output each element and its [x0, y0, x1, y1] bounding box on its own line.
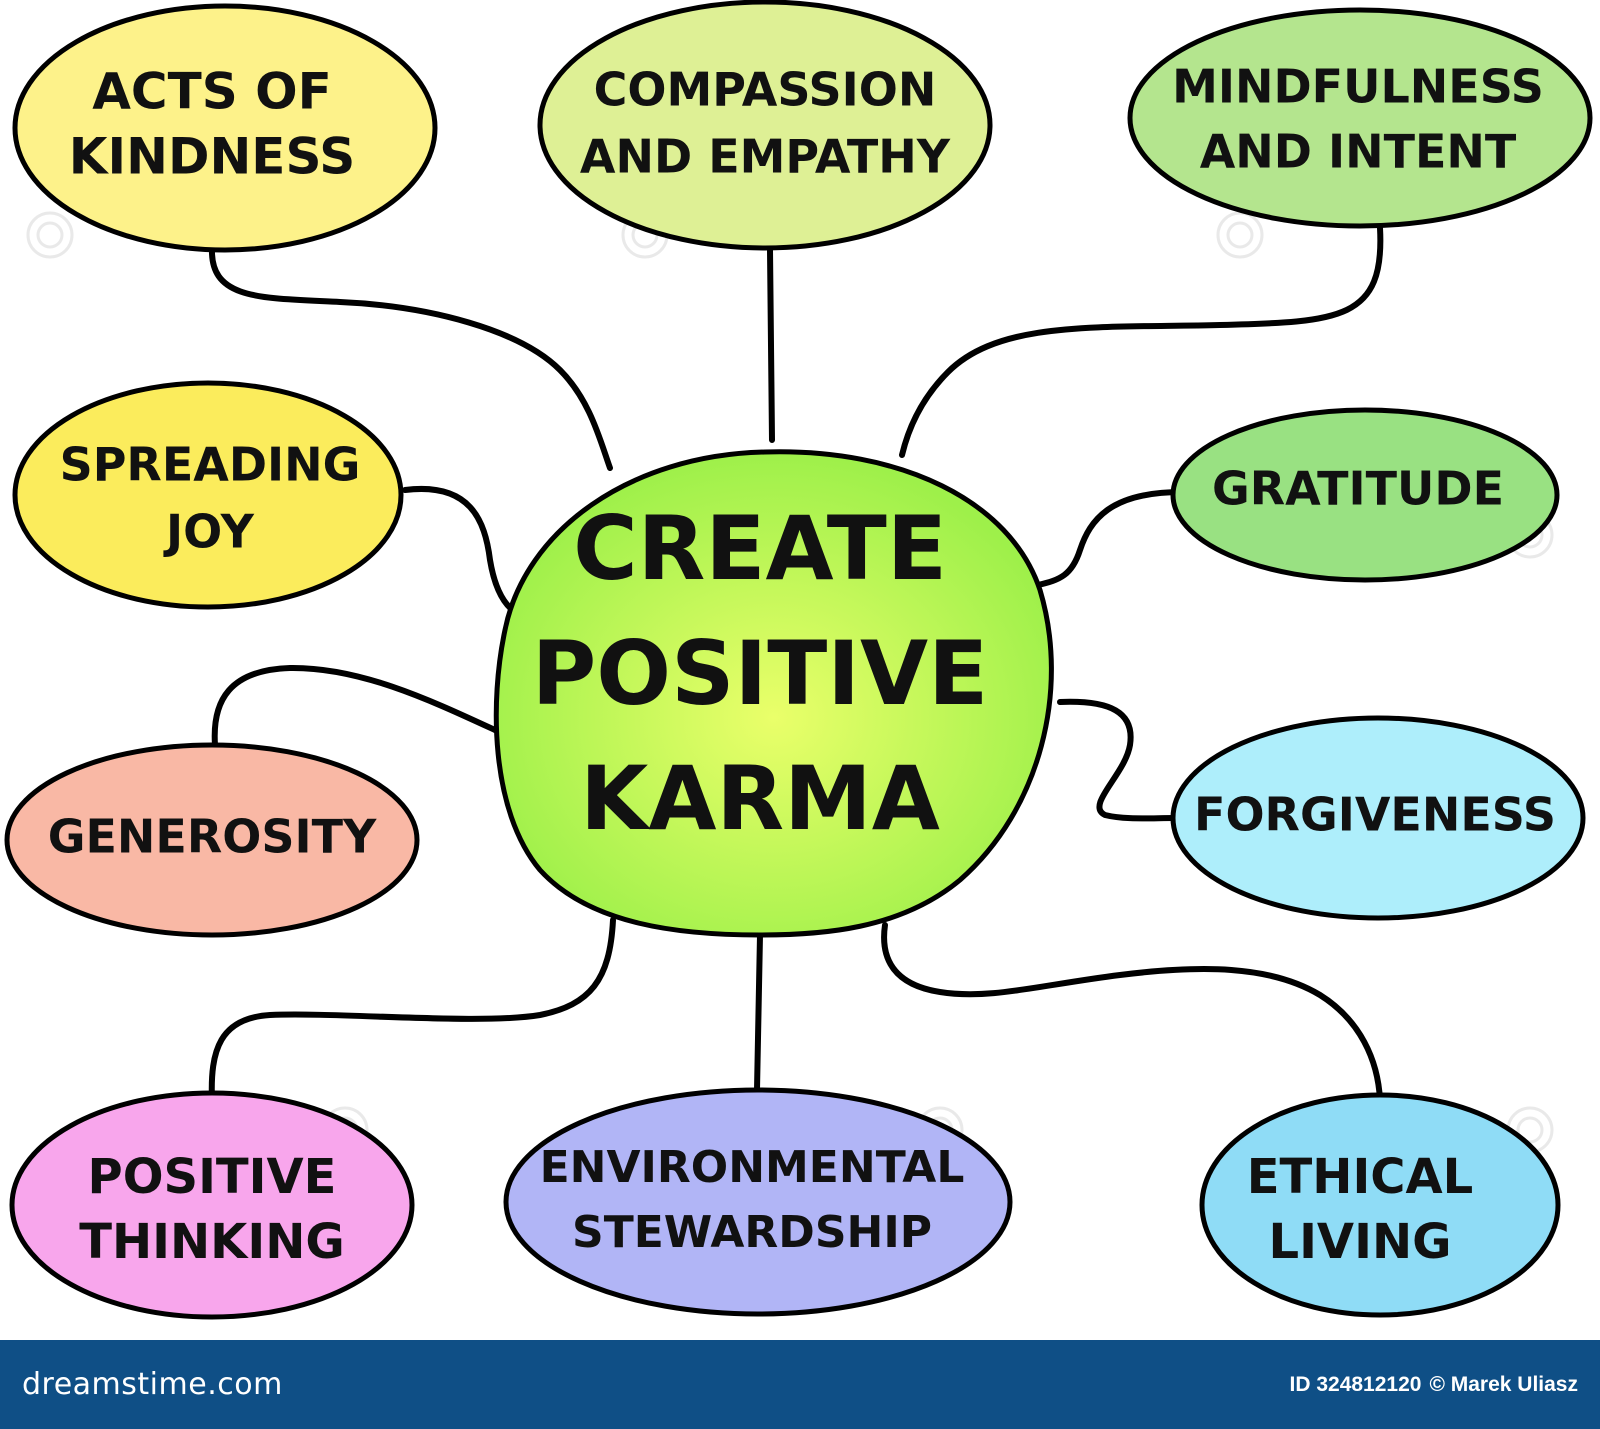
node-environmental-stewardship: ENVIRONMENTAL STEWARDSHIP	[503, 1087, 1013, 1317]
connector-compassion-and-empathy	[767, 247, 775, 443]
footer-credit: ID 324812120 © Marek Uliasz	[1290, 1373, 1579, 1397]
node-bubble-spreading-joy	[12, 380, 404, 610]
node-bubble-generosity	[4, 742, 420, 938]
connector-forgiveness	[1057, 698, 1178, 822]
node-bubble-compassion-and-empathy	[537, 0, 993, 251]
footer-author: © Marek Uliasz	[1429, 1372, 1578, 1396]
node-label-line: POSITIVE	[88, 1149, 337, 1205]
node-bubble-acts-of-kindness	[12, 3, 438, 253]
node-label-line: AND INTENT	[1200, 125, 1517, 179]
node-bubble-gratitude	[1170, 407, 1560, 583]
connector-mindfulness-and-intent	[899, 225, 1384, 458]
node-label-line: ACTS OF	[92, 63, 332, 121]
node-label-line: AND EMPATHY	[580, 130, 951, 184]
node-bubble-ethical-living	[1199, 1092, 1561, 1318]
node-label-line: COMPASSION	[594, 63, 937, 117]
node-ethical-living: ETHICAL LIVING	[1199, 1092, 1561, 1318]
center-node: CREATE POSITIVE KARMA	[493, 449, 1054, 938]
connector-acts-of-kindness	[208, 245, 613, 471]
connector-ethical-living	[881, 922, 1383, 1103]
node-label-line: LIVING	[1268, 1214, 1451, 1270]
node-label-line: STEWARDSHIP	[572, 1207, 932, 1258]
node-spreading-joy: SPREADING JOY	[12, 380, 404, 610]
connector-gratitude	[1035, 489, 1185, 588]
node-label-line: GRATITUDE	[1212, 462, 1504, 516]
node-acts-of-kindness: ACTS OF KINDNESS	[12, 3, 438, 253]
node-label-line: ETHICAL	[1247, 1149, 1474, 1205]
node-bubble-mindfulness-and-intent	[1127, 7, 1593, 229]
node-label-line: SPREADING	[60, 438, 361, 492]
node-forgiveness: FORGIVENESS	[1170, 715, 1586, 921]
node-generosity: GENEROSITY	[4, 742, 420, 938]
node-label-line: JOY	[163, 505, 255, 559]
node-gratitude: GRATITUDE	[1170, 407, 1560, 583]
connector-positive-thinking	[208, 917, 616, 1103]
node-mindfulness-and-intent: MINDFULNESS AND INTENT	[1127, 7, 1593, 229]
center-label-line: KARMA	[580, 747, 940, 850]
node-label-line: THINKING	[79, 1214, 345, 1270]
node-bubble-positive-thinking	[9, 1090, 415, 1320]
node-label-line: GENEROSITY	[48, 810, 377, 864]
node-positive-thinking: POSITIVE THINKING	[9, 1090, 415, 1320]
footer-brand-logo[interactable]: dreamstime.com	[22, 1367, 283, 1402]
node-bubble-forgiveness	[1170, 715, 1586, 921]
node-label-line: KINDNESS	[69, 128, 355, 186]
node-label-line: FORGIVENESS	[1194, 788, 1556, 842]
mind-map-diagram: ACTS OF KINDNESS COMPASSION AND EMPATHY …	[4, 0, 1593, 1320]
node-compassion-and-empathy: COMPASSION AND EMPATHY	[537, 0, 993, 251]
footer-bar: dreamstime.com ID 324812120 © Marek Ulia…	[0, 1340, 1600, 1429]
center-bubble	[493, 449, 1054, 938]
footer-image-id: ID 324812120	[1289, 1372, 1422, 1396]
connector-generosity	[211, 664, 498, 748]
center-label-line: CREATE	[573, 497, 947, 600]
center-label-line: POSITIVE	[532, 622, 988, 725]
node-bubble-environmental-stewardship	[503, 1087, 1013, 1317]
connector-spreading-joy	[402, 485, 518, 615]
connector-group	[208, 225, 1384, 1103]
connector-environmental-stewardship	[754, 932, 763, 1093]
node-label-line: MINDFULNESS	[1172, 60, 1544, 114]
node-label-line: ENVIRONMENTAL	[540, 1142, 965, 1193]
